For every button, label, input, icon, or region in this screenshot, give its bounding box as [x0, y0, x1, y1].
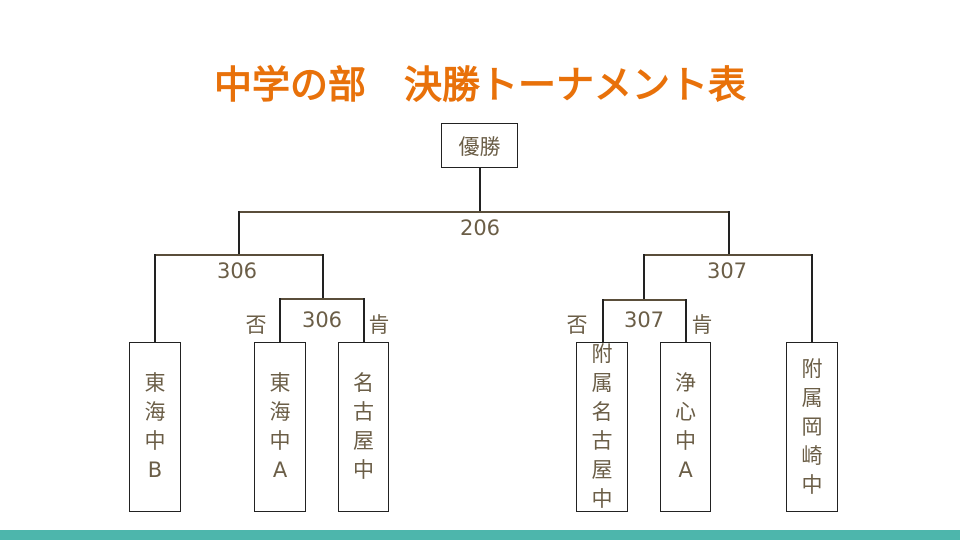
- final-room-label: 206: [459, 216, 501, 240]
- team-box: 浄心中A: [660, 342, 711, 512]
- left-quarter-room-label: 306: [301, 308, 343, 332]
- bracket-line: [279, 298, 364, 300]
- team-name: 附属名古屋中: [591, 342, 613, 511]
- bracket-line: [728, 211, 730, 255]
- left-yes-label: 肯: [368, 313, 390, 337]
- bracket-line: [322, 254, 324, 299]
- team-name: 東海中A: [269, 371, 291, 482]
- bracket-line: [602, 299, 686, 301]
- bracket-line: [363, 298, 365, 343]
- bracket-line: [479, 167, 481, 212]
- bracket-line: [811, 254, 813, 343]
- bracket-line: [154, 254, 323, 256]
- right-semi-room-label: 307: [706, 259, 748, 283]
- team-name: 浄心中A: [675, 371, 696, 482]
- team-box: 附属名古屋中: [576, 342, 628, 512]
- team-box: 附属岡崎中: [786, 342, 838, 512]
- winner-box: 優勝: [441, 123, 518, 168]
- team-box: 東海中A: [254, 342, 306, 512]
- bracket-line: [685, 299, 687, 343]
- team-name: 附属岡崎中: [801, 356, 823, 497]
- team-box: 名古屋中: [338, 342, 389, 512]
- footer-bar: [0, 530, 960, 540]
- bracket-line: [279, 298, 281, 343]
- bracket-line: [602, 299, 604, 343]
- bracket-line: [154, 254, 156, 343]
- team-box: 東海中B: [129, 342, 181, 512]
- right-quarter-room-label: 307: [623, 308, 665, 332]
- left-semi-room-label: 306: [216, 259, 258, 283]
- bracket-line: [643, 254, 645, 299]
- right-yes-label: 肯: [691, 313, 713, 337]
- team-name: 名古屋中: [353, 371, 374, 482]
- bracket-line: [238, 211, 730, 213]
- right-no-label: 否: [566, 313, 588, 337]
- page-title: 中学の部 決勝トーナメント表: [213, 63, 746, 107]
- bracket-line: [643, 254, 812, 256]
- bracket-line: [238, 211, 240, 255]
- winner-label: 優勝: [458, 134, 501, 159]
- team-name: 東海中B: [144, 371, 166, 482]
- left-no-label: 否: [245, 313, 267, 337]
